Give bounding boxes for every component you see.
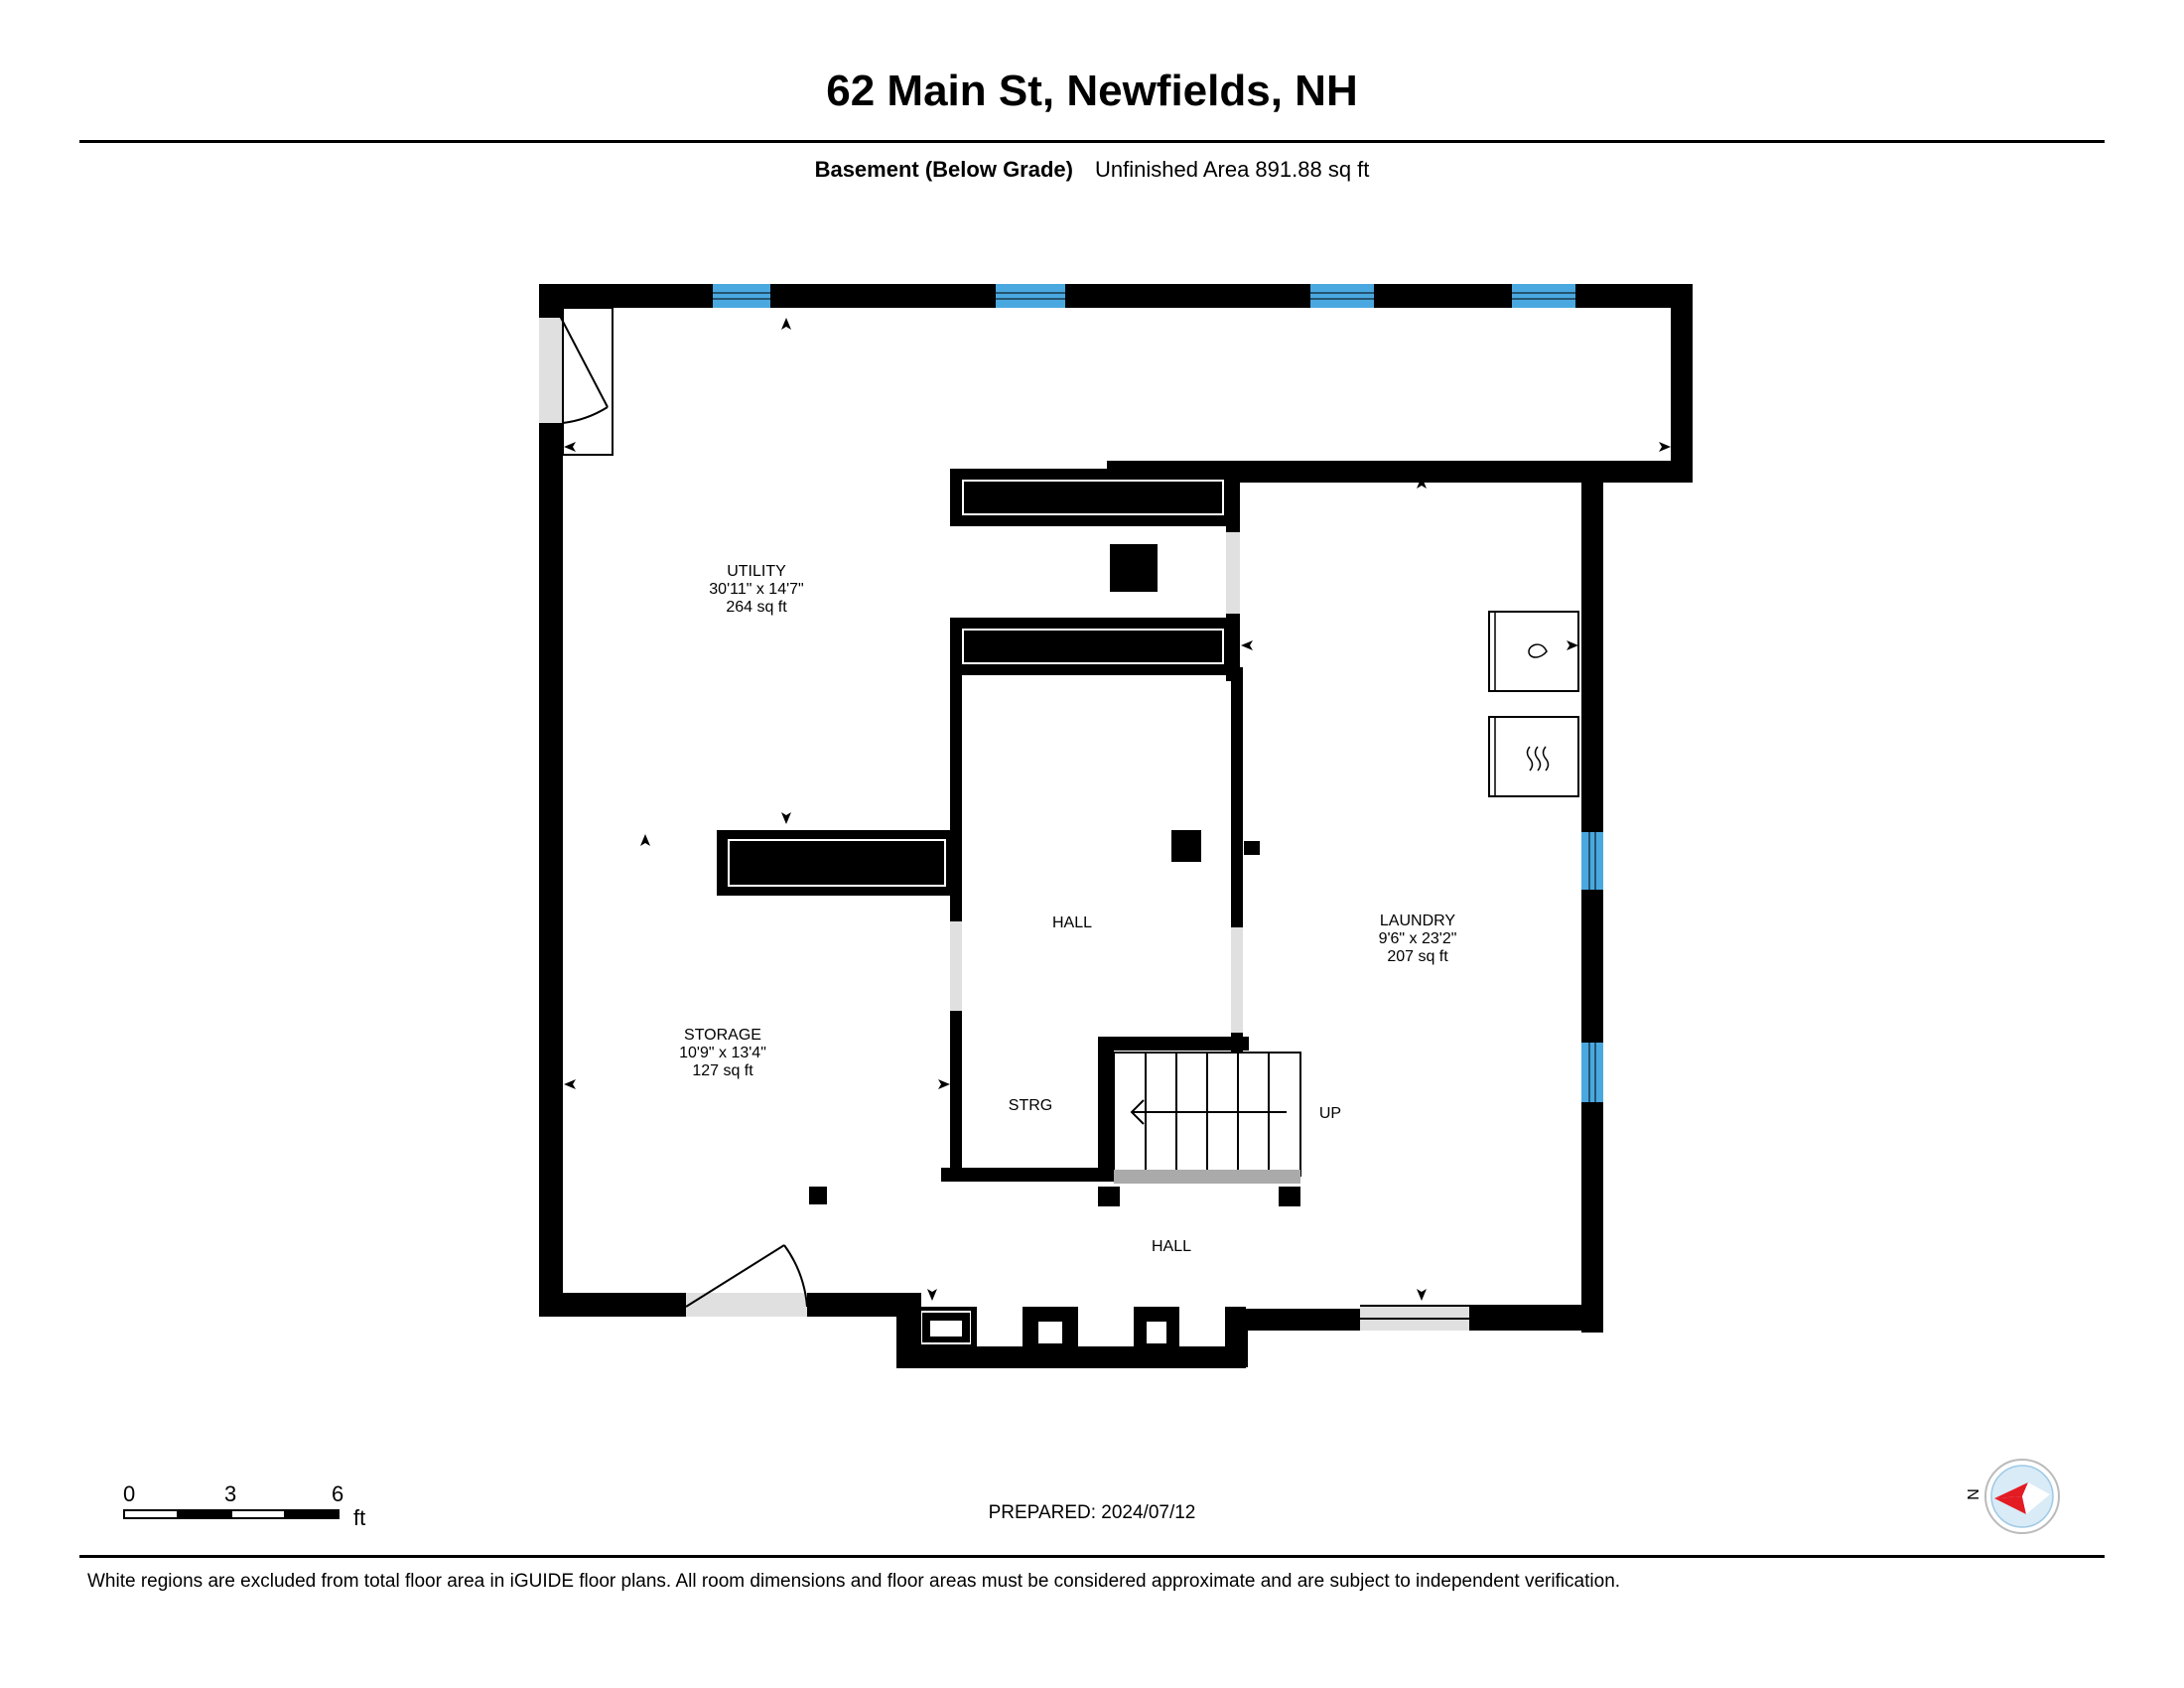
scale-bar: 0 3 6 ft [121, 1481, 379, 1531]
compass-icon [1984, 1459, 2060, 1534]
view-arrows [564, 318, 1671, 1301]
header-rule [79, 140, 2105, 143]
stairs-label: UP [1319, 1105, 1341, 1122]
room-area-utility: 264 sq ft [726, 599, 787, 616]
room-dims-laundry: 9'6" x 23'2" [1379, 930, 1457, 947]
compass-north-label: N [1966, 1488, 1982, 1500]
scale-tick-6: 6 [332, 1481, 344, 1506]
interior-walls [717, 465, 1300, 1206]
window-top-2 [996, 284, 1065, 308]
scale-tick-3: 3 [224, 1481, 237, 1506]
level-name: Basement (Below Grade) [814, 157, 1073, 182]
room-name-storage: STORAGE [684, 1027, 761, 1044]
window-top-1 [713, 284, 770, 308]
door-openings [539, 318, 1469, 1331]
prepared-date: PREPARED: 2024/07/12 [988, 1502, 1196, 1523]
room-area-laundry: 207 sq ft [1387, 948, 1448, 965]
window-right-1 [1581, 832, 1603, 890]
level-area: Unfinished Area 891.88 sq ft [1094, 157, 1370, 182]
window-top-3 [1310, 284, 1374, 308]
room-name-laundry: LAUNDRY [1380, 913, 1456, 929]
exterior-bump [896, 1307, 1246, 1368]
room-name-hall-upper: HALL [1052, 914, 1092, 931]
scale-tick-0: 0 [123, 1481, 136, 1506]
room-name-utility: UTILITY [727, 563, 786, 580]
windows [713, 284, 1603, 1102]
window-top-4 [1512, 284, 1575, 308]
room-name-strg: STRG [1009, 1097, 1052, 1114]
level-summary: Basement (Below Grade) Unfinished Area 89… [0, 157, 2184, 183]
room-name-hall-lower: HALL [1152, 1238, 1191, 1255]
room-labels: UTILITY 30'11" x 14'7" 264 sq ft STORAGE… [679, 563, 1456, 1255]
footer-rule [79, 1555, 2105, 1558]
water-heater-icon [1488, 611, 1579, 692]
door-swings [559, 307, 808, 1308]
compass: N [1961, 1457, 2060, 1536]
appliances [1488, 611, 1579, 797]
furnace-icon [1488, 716, 1579, 797]
scale-unit: ft [353, 1505, 366, 1530]
plan-title: 62 Main St, Newfields, NH [826, 67, 1358, 115]
stairs [1113, 1052, 1301, 1184]
room-dims-utility: 30'11" x 14'7" [709, 581, 803, 598]
window-right-2 [1581, 1043, 1603, 1102]
disclaimer: White regions are excluded from total fl… [87, 1571, 1621, 1592]
scale-segment-4 [284, 1509, 340, 1519]
room-area-storage: 127 sq ft [692, 1062, 753, 1079]
room-dims-storage: 10'9" x 13'4" [679, 1045, 766, 1061]
